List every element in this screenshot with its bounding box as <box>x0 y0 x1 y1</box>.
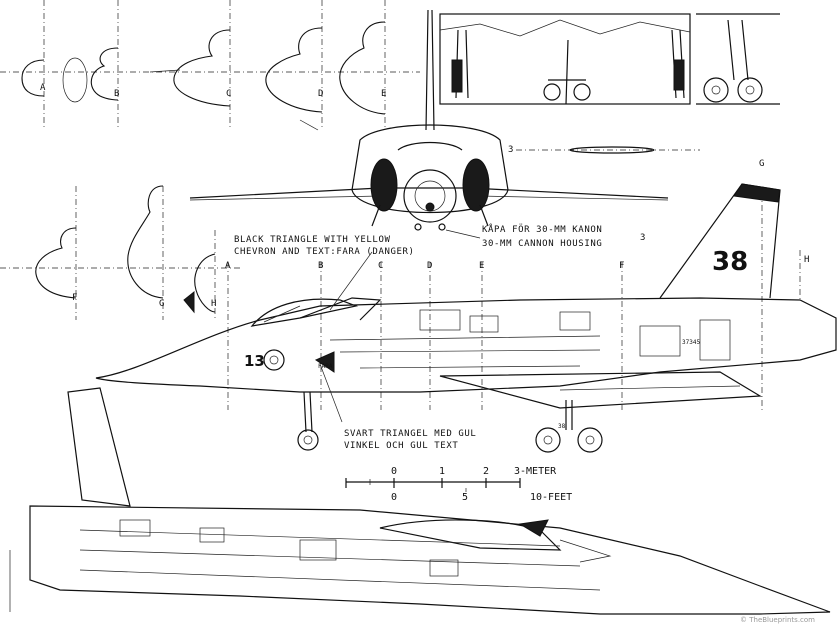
station-label-c: C <box>226 89 231 99</box>
fara-marking: FARA <box>318 363 333 370</box>
station-labels-side: A B C D E F G H <box>225 159 809 271</box>
aircraft-bottom-view <box>9 387 831 615</box>
section-3-marker: 3 3 <box>508 145 700 243</box>
scale-feet-10: 10-FEET <box>530 492 572 503</box>
station-label-f-side: F <box>619 261 624 271</box>
station-label-a: A <box>40 83 46 93</box>
section-number-3-top: 3 <box>508 145 513 155</box>
station-label-g-mid: G <box>159 299 164 309</box>
annotation-kapa: KÅPA FÖR 30-MM KANON <box>482 223 602 235</box>
station-label-e: E <box>381 89 386 99</box>
scale-bar: 0 1 2 3-METER 0 5 10-FEET <box>345 466 572 503</box>
nose-number: 13 <box>244 352 265 370</box>
station-label-c-side: C <box>378 261 383 271</box>
cross-sections-top <box>0 0 420 131</box>
gear-door-number: 38 <box>558 423 566 430</box>
scale-feet-5: 5 <box>462 492 468 503</box>
scale-meter-2: 2 <box>483 466 489 477</box>
aircraft-side-view <box>95 183 837 453</box>
scale-meter-3: 3-METER <box>514 466 557 477</box>
annotation-black-triangle-2: CHEVRON AND TEXT:FARA (DANGER) <box>234 247 415 257</box>
scale-meter-0: 0 <box>391 466 397 477</box>
aircraft-markings: 38 13 37345 FARA 38 <box>244 247 748 430</box>
station-label-h-mid: H <box>211 299 216 309</box>
tail-number: 38 <box>712 247 748 277</box>
station-label-d: D <box>318 89 323 99</box>
annotation-svart-1: SVART TRIANGEL MED GUL <box>344 429 476 439</box>
section-number-3-side: 3 <box>640 233 645 243</box>
station-label-f-mid: F <box>72 293 77 303</box>
station-label-b: B <box>114 89 119 99</box>
serial-number: 37345 <box>682 339 700 346</box>
station-label-a-side: A <box>225 261 231 271</box>
annotation-labels: BLACK TRIANGLE WITH YELLOW CHEVRON AND T… <box>234 223 602 451</box>
aircraft-front-view <box>189 9 669 239</box>
station-label-b-side: B <box>318 261 323 271</box>
station-labels-top: A B C D E <box>40 83 386 99</box>
annotation-svart-2: VINKEL OCH GUL TEXT <box>344 441 458 451</box>
cross-sections-mid: F G H <box>0 185 240 320</box>
station-label-h-side: H <box>804 255 809 265</box>
scale-meter-1: 1 <box>439 466 445 477</box>
annotation-cannon: 30-MM CANNON HOUSING <box>482 239 602 249</box>
station-label-d-side: D <box>427 261 432 271</box>
landing-gear-details <box>439 13 780 105</box>
annotation-black-triangle-1: BLACK TRIANGLE WITH YELLOW <box>234 235 390 245</box>
scale-feet-0: 0 <box>391 492 397 503</box>
station-label-g-side: G <box>759 159 764 169</box>
station-label-e-side: E <box>479 261 484 271</box>
watermark-text: © TheBlueprints.com <box>740 616 815 624</box>
